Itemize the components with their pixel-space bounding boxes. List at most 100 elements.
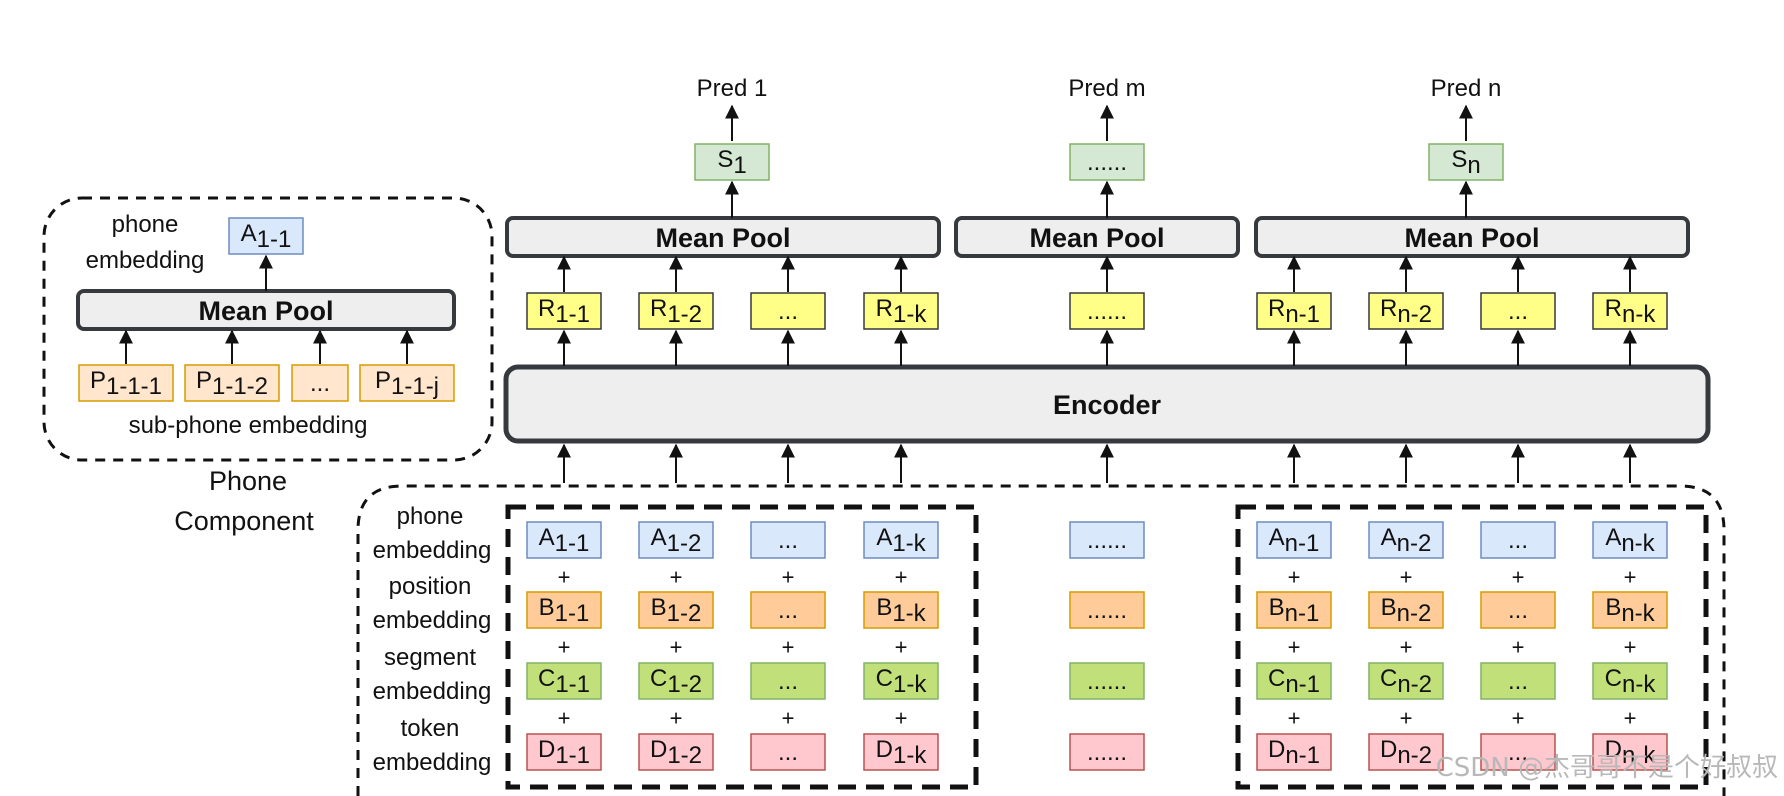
embedding-box-label: A1-2 [651,524,702,557]
prediction-label: Pred 1 [697,75,768,102]
plus-sign: + [1288,565,1301,590]
watermark: CSDN @杰哥哥不是个好叔叔 [1436,753,1778,783]
embedding-box [1592,733,1668,771]
encoder-output-box [1256,292,1332,330]
embedding-box-label: Dn-k [1605,736,1657,769]
score-box-label: S1 [717,146,746,179]
embedding-box [1256,591,1332,629]
right-sequence-group [1235,504,1709,790]
embedding-box [750,733,826,771]
encoder-output-box [1592,292,1668,330]
encoder-block [503,364,1711,444]
embedding-box [638,733,714,771]
embedding-box-label: D1-k [876,736,928,769]
embedding-box-middle [1069,662,1145,700]
plus-sign: + [1512,706,1525,731]
plus-sign: + [782,635,795,660]
embedding-box-label: ... [778,668,798,695]
plus-sign: + [1512,565,1525,590]
plus-sign: + [1288,635,1301,660]
embedding-row-label: embedding [373,749,492,776]
mean-pool-right-label: Mean Pool [1404,223,1539,253]
embedding-box-label: Cn-2 [1380,665,1432,698]
phone-component-title-2: Component [174,506,314,536]
embedding-box [1592,591,1668,629]
embedding-box [1256,662,1332,700]
embedding-row-label: embedding [373,537,492,564]
plus-sign: + [782,565,795,590]
embedding-box-label: ... [1508,739,1528,766]
plus-sign: + [1288,706,1301,731]
embedding-box-label: C1-k [876,665,928,698]
embedding-box [526,521,602,559]
plus-sign: + [1400,635,1413,660]
embedding-box [1368,662,1444,700]
embedding-box [526,733,602,771]
embedding-box-label: Bn-1 [1269,594,1320,627]
sub-phone-embedding-label: sub-phone embedding [129,412,368,439]
prediction-label: Pred n [1431,75,1502,102]
plus-sign: + [670,706,683,731]
embedding-box-label: ... [1508,597,1528,624]
score-box [694,143,770,181]
encoder-output-box [750,292,826,330]
embedding-box [1592,662,1668,700]
embedding-box-middle-label: ...... [1087,527,1127,554]
embedding-box-label: B1-1 [539,594,590,627]
embedding-row-label: embedding [373,607,492,634]
phone-embedding-output-label-2: embedding [86,247,205,274]
encoder-output-box-label: ...... [1087,298,1127,325]
plus-sign: + [670,565,683,590]
mean-pool-right [1254,216,1690,258]
phone-embedding-output-label-1: phone [112,211,179,238]
encoder-output-box [863,292,939,330]
embedding-box-label: An-2 [1381,524,1432,557]
sub-phone-embedding-box [359,364,455,402]
mean-pool-middle [954,216,1240,258]
embedding-box-label: B1-2 [651,594,702,627]
plus-sign: + [1400,565,1413,590]
embedding-box-middle-label: ...... [1087,597,1127,624]
embedding-box [1256,733,1332,771]
encoder-output-box-label: ... [778,298,798,325]
phone-component-title-1: Phone [209,466,287,496]
embedding-box-label: A1-1 [539,524,590,557]
sub-phone-embedding-box [184,364,280,402]
embedding-box-middle [1069,521,1145,559]
plus-sign: + [1624,706,1637,731]
encoder-output-box-label: Rn-2 [1380,295,1432,328]
embedding-box-middle [1069,591,1145,629]
sub-phone-embedding-box [78,364,174,402]
embedding-box [863,521,939,559]
encoder-output-box [1480,292,1556,330]
encoder-output-box-label: R1-k [876,295,928,328]
score-box-label: Sn [1451,146,1480,179]
left-sequence-group [505,504,979,790]
embedding-box [863,662,939,700]
sub-phone-embedding-box-label: P1-1-2 [196,367,268,400]
encoder-output-box-label: Rn-k [1605,295,1657,328]
encoder-output-box [1069,292,1145,330]
phone-component-group [42,196,494,462]
embedding-box [638,591,714,629]
embedding-box [638,662,714,700]
embedding-box-label: An-k [1605,524,1655,557]
plus-sign: + [558,706,571,731]
sub-phone-embedding-box-label: P1-1-j [375,367,439,400]
embedding-box [526,591,602,629]
embedding-row-label: phone [397,503,464,530]
embedding-box-label: C1-2 [650,665,702,698]
embedding-box [863,733,939,771]
embedding-box [1480,662,1556,700]
embedding-box [1480,733,1556,771]
embedding-box-label: ... [778,739,798,766]
embedding-box [526,662,602,700]
embedding-box-label: B1-k [876,594,926,627]
score-box [1428,143,1504,181]
embedding-box-label: Cn-k [1605,665,1657,698]
plus-sign: + [670,635,683,660]
embedding-box [1256,521,1332,559]
embedding-box-label: Bn-k [1605,594,1655,627]
phone-component-mean-pool-label: Mean Pool [198,296,333,326]
